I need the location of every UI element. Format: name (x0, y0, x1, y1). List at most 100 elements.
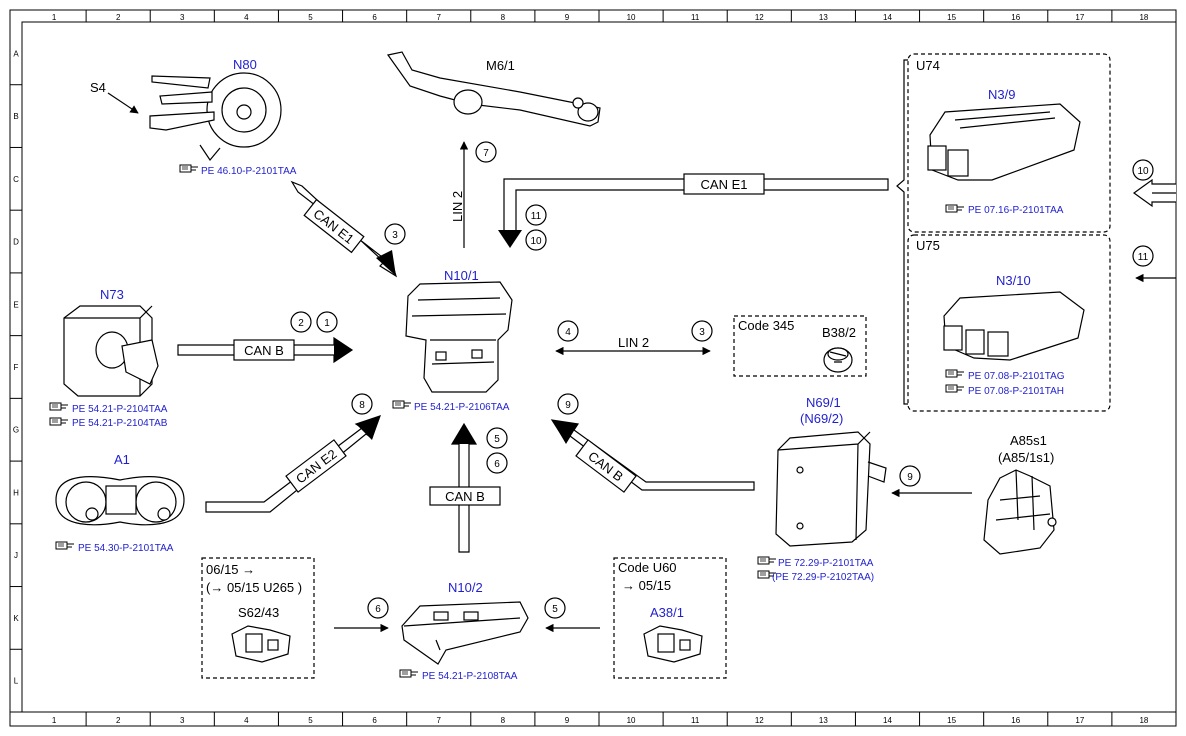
u74-u75-group (896, 53, 1111, 412)
grid-column-label: 17 (1075, 716, 1084, 725)
grid-column-label: 7 (436, 716, 441, 725)
a1-label: A1 (114, 452, 130, 467)
grid-column-label: 12 (755, 716, 764, 725)
a381-label: A38/1 (650, 605, 684, 620)
svg-text:3: 3 (392, 230, 398, 241)
sam-control-unit-n101 (405, 281, 513, 393)
switch-s6243 (231, 625, 291, 663)
n310-ref-2: PE 07.08-P-2101TAH (968, 386, 1064, 397)
ignition-switch-n73 (63, 305, 159, 397)
can-e1-top-label: CAN E1 (701, 177, 748, 192)
codeu60-note: → 05/15 (622, 578, 671, 593)
grid-column-label: 1 (52, 13, 57, 22)
instrument-cluster-a1 (55, 476, 185, 526)
grid-column-label: 2 (116, 716, 121, 725)
grid-column-label: 14 (883, 716, 892, 725)
grid-column-label: 10 (627, 13, 636, 22)
grid-row-label: A (13, 49, 19, 58)
s6243-label: S62/43 (238, 605, 279, 620)
s6243-note-2: (→ 05/15 U265 ) (206, 580, 302, 595)
grid-column-label: 18 (1139, 13, 1148, 22)
n73-ref-1: PE 54.21-P-2104TAA (72, 404, 168, 415)
svg-text:1: 1 (324, 318, 330, 329)
b382-label: B38/2 (822, 325, 856, 340)
grid-column-label: 13 (819, 13, 828, 22)
a851s1-label: (A85/1s1) (998, 450, 1054, 465)
a85s1-label: A85s1 (1010, 433, 1047, 448)
code345-label: Code 345 (738, 318, 794, 333)
grid-row-labels: A B C D E F G H J K L (10, 49, 22, 713)
grid-row-label: K (13, 614, 19, 623)
can-b-vertical-label: CAN B (445, 489, 485, 504)
svg-text:9: 9 (565, 400, 571, 411)
grid-column-label: 1 (52, 716, 57, 725)
steering-column-module-n80 (149, 72, 282, 162)
svg-text:11: 11 (531, 211, 542, 222)
n691-ref-1: PE 72.29-P-2101TAA (778, 558, 874, 569)
grid-column-label: 15 (947, 13, 956, 22)
m61-label: M6/1 (486, 58, 515, 73)
s4-label: S4 (90, 80, 106, 95)
grid-column-label: 6 (372, 716, 377, 725)
wiper-motor-m61 (386, 51, 601, 127)
grid-row-label: F (14, 363, 19, 372)
n691-ref-2: (PE 72.29-P-2102TAA) (772, 572, 874, 583)
grid-row-label: C (13, 175, 19, 184)
n80-ref: PE 46.10-P-2101TAA (201, 166, 297, 177)
switch-a85s1 (983, 469, 1057, 555)
grid-row-label: H (13, 488, 19, 497)
u75-label: U75 (916, 238, 940, 253)
svg-text:3: 3 (699, 327, 705, 338)
n310-label: N3/10 (996, 273, 1031, 288)
grid-column-label: 5 (308, 716, 313, 725)
grid-column-label: 18 (1139, 716, 1148, 725)
grid-column-label: 9 (565, 716, 570, 725)
svg-text:9: 9 (907, 472, 913, 483)
svg-text:4: 4 (565, 327, 571, 338)
codeu60-label: Code U60 (618, 560, 677, 575)
grid-column-label: 16 (1011, 13, 1020, 22)
grid-column-label: 12 (755, 13, 764, 22)
grid-column-label: 4 (244, 13, 249, 22)
grid-column-label: 17 (1075, 13, 1084, 22)
grid-row-label: G (13, 426, 19, 435)
grid-column-label: 3 (180, 13, 185, 22)
a1-ref: PE 54.30-P-2101TAA (78, 543, 174, 554)
grid-row-label: B (13, 112, 18, 121)
svg-text:7: 7 (483, 148, 489, 159)
grid-column-label: 6 (372, 13, 377, 22)
grid-column-label: 7 (436, 13, 441, 22)
grid-row-label: L (14, 677, 19, 686)
grid-column-label: 3 (180, 716, 185, 725)
grid-column-label: 9 (565, 13, 570, 22)
engine-control-unit-n310 (943, 291, 1085, 361)
grid-column-label: 8 (501, 716, 506, 725)
n692-label: (N69/2) (800, 411, 843, 426)
svg-text:10: 10 (530, 236, 542, 247)
grid-column-label: 2 (116, 13, 121, 22)
svg-text:5: 5 (494, 434, 500, 445)
grid-column-label: 14 (883, 13, 892, 22)
grid-row-label: D (13, 238, 19, 247)
grid-row-label: J (14, 551, 18, 560)
grid-column-label: 11 (691, 716, 700, 725)
svg-text:11: 11 (1138, 252, 1149, 263)
can-b-left-label: CAN B (244, 343, 284, 358)
grid-row-label: E (13, 300, 18, 309)
svg-text:2: 2 (298, 318, 304, 329)
grid-column-label: 15 (947, 716, 956, 725)
grid-column-label: 10 (627, 716, 636, 725)
svg-text:10: 10 (1137, 166, 1149, 177)
svg-text:5: 5 (552, 604, 558, 615)
grid-column-label: 4 (244, 716, 249, 725)
svg-text:6: 6 (494, 459, 500, 470)
svg-text:8: 8 (359, 400, 365, 411)
n101-label: N10/1 (444, 268, 479, 283)
svg-text:6: 6 (375, 604, 381, 615)
grid-column-label: 11 (691, 13, 700, 22)
lin2-horizontal-label: LIN 2 (618, 335, 649, 350)
n102-ref: PE 54.21-P-2108TAA (422, 671, 518, 682)
